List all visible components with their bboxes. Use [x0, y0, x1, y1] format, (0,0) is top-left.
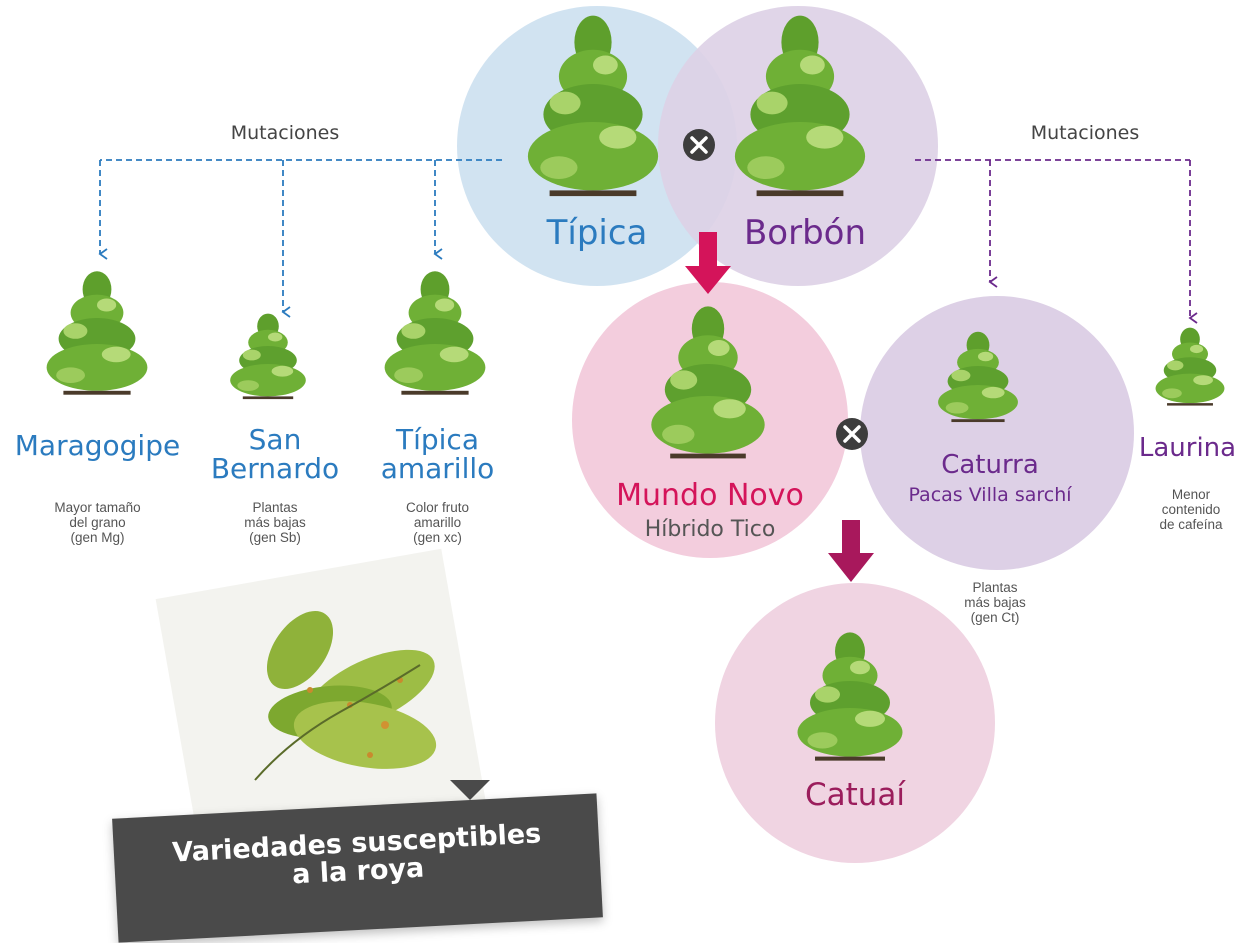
- caturra-description: Plantas más bajas (gen Ct): [945, 580, 1045, 625]
- san-bernardo-tree-icon: [230, 313, 306, 400]
- maragogipe-tree-icon: [46, 271, 148, 395]
- borbon-title: Borbón: [743, 213, 867, 253]
- desc-line: más bajas: [244, 515, 306, 531]
- desc-line: Color fruto: [405, 500, 470, 515]
- desc-line: Menor: [1171, 487, 1211, 502]
- desc-line: Mayor tamaño: [54, 500, 141, 515]
- caturra-title: Caturra: [941, 450, 1039, 480]
- laurina-tree-icon: [1155, 327, 1225, 406]
- laurina-description: Menor contenido de cafeína: [1145, 487, 1237, 532]
- desc-line: contenido: [1161, 502, 1221, 518]
- cross-icon: [683, 129, 715, 161]
- desc-line: de cafeína: [1159, 517, 1223, 533]
- right-mutation-lines: [915, 159, 1198, 324]
- variety-diagram: [46, 6, 1225, 863]
- left-mutations-label: Mutaciones: [230, 122, 340, 144]
- san-bernardo-description: Plantas más bajas (gen Sb): [225, 500, 325, 545]
- laurina-title: Laurina: [1138, 433, 1237, 463]
- san-bernardo-title: San Bernardo: [200, 425, 350, 484]
- rust-leaves-icon: [155, 548, 490, 856]
- title-line: Bernardo: [210, 452, 340, 486]
- title-line: amarillo: [380, 452, 495, 486]
- second-cross-icon: [836, 418, 868, 450]
- title-line: Típica: [396, 423, 479, 456]
- desc-line: del grano: [69, 515, 126, 531]
- tipica-amarillo-tree-icon: [384, 271, 486, 395]
- left-mutation-lines: [98, 159, 502, 318]
- desc-line: Plantas: [972, 580, 1018, 595]
- desc-line: más bajas: [964, 595, 1026, 611]
- tipica-amarillo-description: Color fruto amarillo (gen xc): [385, 500, 490, 545]
- down-arrow-icon-2: [828, 520, 874, 582]
- mundo-novo-subtitle: Híbrido Tico: [644, 517, 776, 542]
- mundo-novo-title: Mundo Novo: [616, 478, 804, 513]
- title-line: San: [248, 423, 302, 456]
- caturra-subtitle: Pacas Villa sarchí: [908, 484, 1072, 506]
- down-arrow-icon: [685, 232, 731, 294]
- catuai-title: Catuaí: [804, 777, 906, 813]
- desc-line: (gen Sb): [249, 530, 301, 546]
- desc-line: amarillo: [413, 515, 462, 531]
- tipica-amarillo-title: Típica amarillo: [365, 425, 510, 484]
- desc-line: (gen xc): [413, 530, 462, 546]
- desc-line: (gen Mg): [70, 530, 125, 546]
- maragogipe-title: Maragogipe: [14, 429, 181, 462]
- caturra-circle: [860, 296, 1134, 570]
- maragogipe-description: Mayor tamaño del grano (gen Mg): [40, 500, 155, 545]
- tipica-title: Típica: [546, 213, 648, 253]
- desc-line: (gen Ct): [970, 610, 1020, 626]
- desc-line: Plantas: [252, 500, 298, 515]
- right-mutations-label: Mutaciones: [1030, 122, 1140, 144]
